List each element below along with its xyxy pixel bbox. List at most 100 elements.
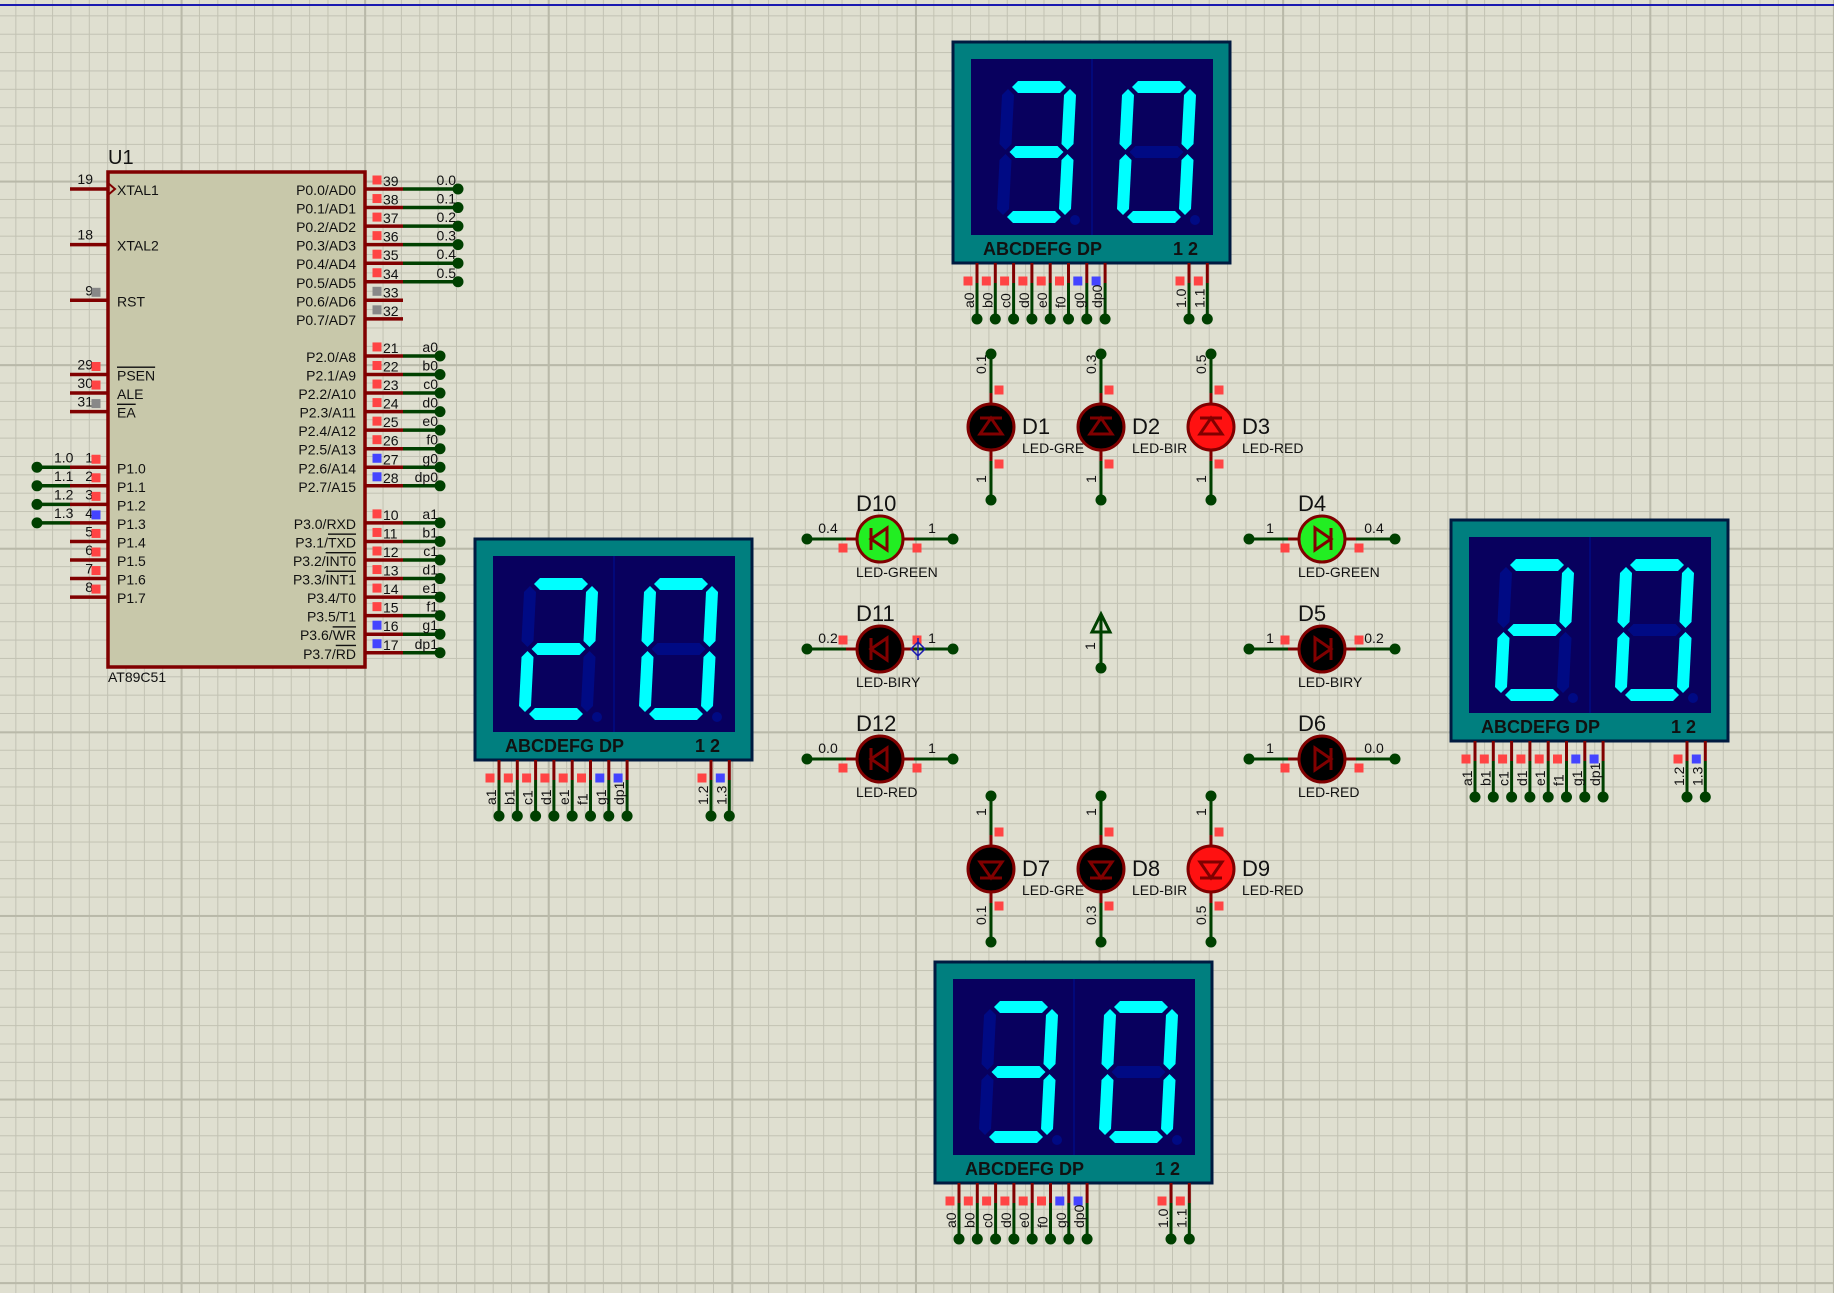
display-pin-f0[interactable]: f0	[1053, 263, 1075, 325]
display-pin-f1[interactable]: f1	[575, 760, 597, 822]
power-terminal[interactable]: 1	[909, 610, 1113, 674]
display-pin-g0[interactable]: g0	[1053, 1183, 1075, 1245]
mcu-body[interactable]	[106, 170, 367, 669]
display-pin-c0[interactable]: c0	[998, 263, 1020, 325]
display-pin-dp1[interactable]: dp1	[611, 760, 633, 822]
display-common-pin-1[interactable]: 1.0	[1173, 263, 1195, 325]
display-pin-b1[interactable]: b1	[1477, 741, 1499, 803]
pin-state-indicator	[838, 635, 848, 645]
display-pin-a1[interactable]: a1	[1459, 741, 1481, 803]
display-pin-g1[interactable]: g1	[593, 760, 615, 822]
display-pin-dp0[interactable]: dp0	[1071, 1183, 1093, 1245]
mcu-pin-1[interactable]: 1P1.01.0	[31, 449, 147, 476]
display-pin-a0[interactable]: a0	[943, 1183, 965, 1245]
display-pin-g1[interactable]: g1	[1569, 741, 1591, 803]
mcu-pin-7[interactable]: 7P1.6	[70, 561, 146, 588]
display-pin-d1[interactable]: d1	[1514, 741, 1536, 803]
mcu-pin-4[interactable]: 4P1.31.3	[31, 505, 147, 532]
display-pin-b0[interactable]: b0	[961, 1183, 983, 1245]
display-common-pin-1[interactable]: 1.2	[695, 760, 717, 822]
display-pin-d0[interactable]: d0	[1016, 263, 1038, 325]
display-pin-e1[interactable]: e1	[556, 760, 578, 822]
mcu-pin-3[interactable]: 3P1.21.2	[31, 486, 147, 513]
display-pin-dp1[interactable]: dp1	[1587, 741, 1609, 803]
display-pin-g0[interactable]: g0	[1071, 263, 1093, 325]
display-pin-a0[interactable]: a0	[961, 263, 983, 325]
mcu-pin-2[interactable]: 2P1.11.1	[31, 468, 147, 495]
display-pin-dp0[interactable]: dp0	[1089, 263, 1111, 325]
mcu-pin-5[interactable]: 5P1.4	[70, 523, 146, 550]
display-common-pin-2[interactable]: 1.3	[713, 760, 735, 822]
mcu-pin-6[interactable]: 6P1.5	[70, 542, 146, 569]
display-pin-e0[interactable]: e0	[1016, 1183, 1038, 1245]
mcu-at89c51[interactable]: U1AT89C5119XTAL118XTAL29RST29PSEN30ALE31…	[31, 147, 464, 685]
display-common-pin-2[interactable]: 1.3	[1689, 741, 1711, 803]
display-common-pin-1[interactable]: 1.0	[1155, 1183, 1177, 1245]
display-pin-b0[interactable]: b0	[979, 263, 1001, 325]
display-pin-c1[interactable]: c1	[1496, 741, 1518, 803]
display-pin-f0[interactable]: f0	[1035, 1183, 1057, 1245]
pin-number: 19	[77, 171, 93, 187]
display-common-pin-2[interactable]: 1.1	[1191, 263, 1213, 325]
display-pin-e1[interactable]: e1	[1532, 741, 1554, 803]
display-pin-c1[interactable]: c1	[520, 760, 542, 822]
display-pin-b1[interactable]: b1	[501, 760, 523, 822]
display-pin-d1[interactable]: d1	[538, 760, 560, 822]
display-pin-f1[interactable]: f1	[1551, 741, 1573, 803]
mcu-pin-8[interactable]: 8P1.7	[70, 579, 146, 606]
display-pin-c0[interactable]: c0	[980, 1183, 1002, 1245]
display-pin-e0[interactable]: e0	[1034, 263, 1056, 325]
display-common-pin-2[interactable]: 1.1	[1173, 1183, 1195, 1245]
display-pin-d0[interactable]: d0	[998, 1183, 1020, 1245]
display-common-pin-1[interactable]: 1.2	[1671, 741, 1693, 803]
display-pin-a1[interactable]: a1	[483, 760, 505, 822]
